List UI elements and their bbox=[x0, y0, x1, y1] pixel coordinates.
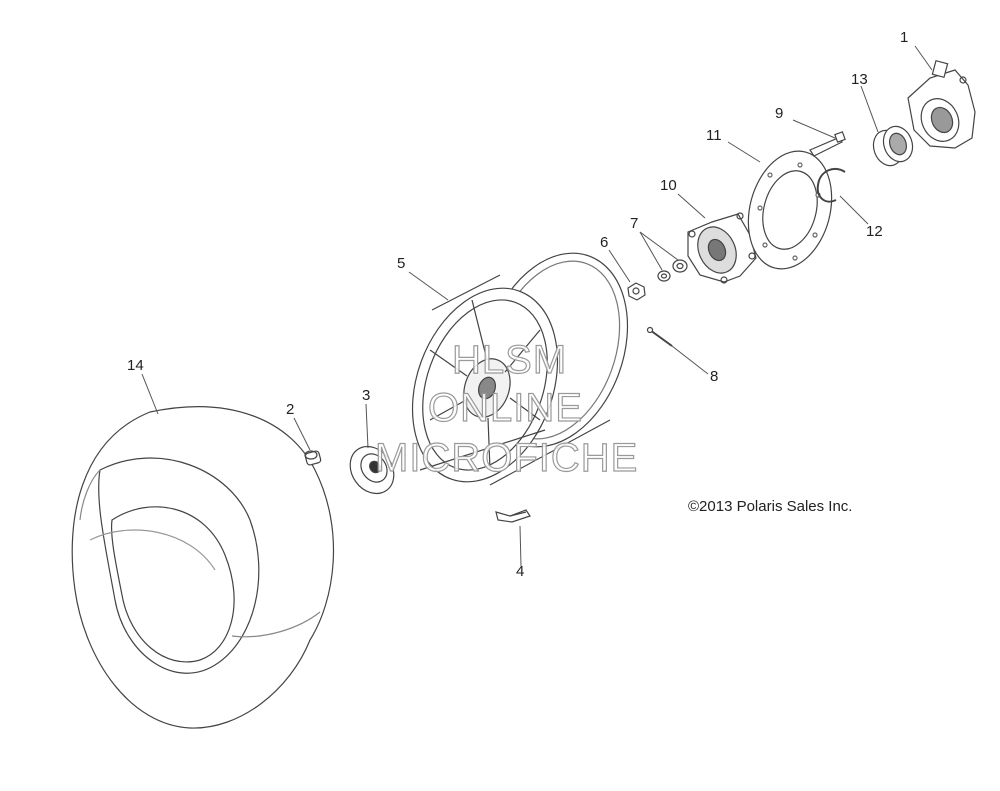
callout-8: 8 bbox=[710, 368, 719, 385]
callout-14: 14 bbox=[127, 357, 144, 374]
bearing-part bbox=[872, 125, 914, 167]
wheel-bolt-part bbox=[495, 509, 531, 523]
callout-4: 4 bbox=[516, 563, 525, 580]
leader-lines bbox=[141, 45, 933, 567]
valve-stem-part bbox=[304, 450, 322, 466]
callout-2: 2 bbox=[286, 401, 295, 418]
cotter-pin-part bbox=[646, 326, 673, 347]
callout-1: 1 bbox=[900, 29, 909, 46]
snap-ring-part bbox=[816, 167, 846, 203]
callout-3: 3 bbox=[362, 387, 371, 404]
copyright-notice: ©2013 Polaris Sales Inc. bbox=[688, 498, 853, 515]
watermark-line2: ONLINE bbox=[427, 385, 583, 430]
callout-5: 5 bbox=[397, 255, 406, 272]
lug-nut-part bbox=[627, 282, 646, 301]
callout-13: 13 bbox=[851, 71, 868, 88]
wheel-hub-part bbox=[687, 212, 757, 284]
callout-9: 9 bbox=[775, 105, 784, 122]
callout-6: 6 bbox=[600, 234, 609, 251]
hub-cap-part bbox=[349, 445, 395, 495]
callout-12: 12 bbox=[866, 223, 883, 240]
steering-knuckle-part bbox=[907, 59, 976, 149]
wheel-rim-part bbox=[411, 252, 629, 486]
callout-10: 10 bbox=[660, 177, 677, 194]
watermark-line1: HLSM bbox=[451, 337, 568, 382]
watermark-line3: MICROFICHE bbox=[374, 435, 639, 480]
brake-disc-part bbox=[747, 150, 833, 270]
callout-11: 11 bbox=[706, 127, 722, 144]
callout-7: 7 bbox=[630, 215, 639, 232]
tire-part bbox=[71, 406, 335, 729]
washer-part bbox=[657, 259, 688, 282]
caliper-bolt-part bbox=[809, 131, 846, 157]
